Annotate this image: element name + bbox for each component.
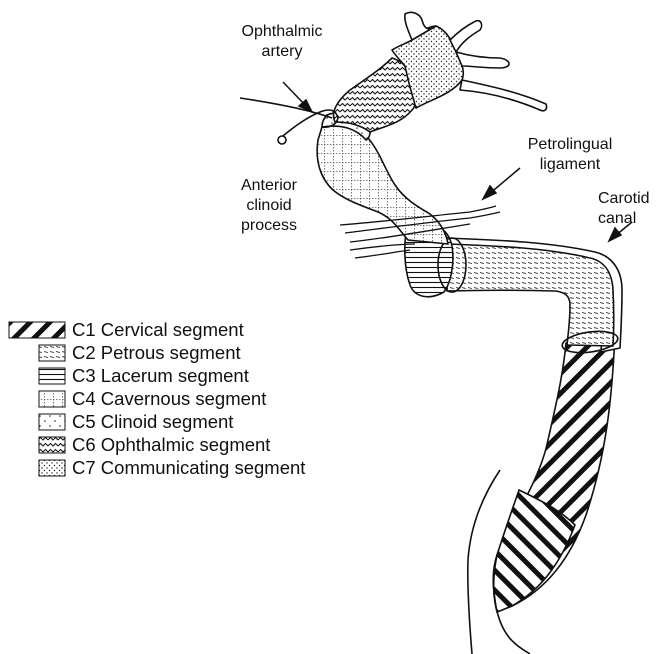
legend-item-c1: C1 Cervical segment (8, 318, 305, 341)
artery (317, 12, 622, 612)
label-petrolingual-ligament-line1: Petrolingual (515, 135, 625, 155)
branch-posterior-long (460, 80, 547, 111)
label-anterior-clinoid-line1: Anterior (224, 176, 314, 196)
label-carotid-canal-line2: canal (598, 209, 668, 229)
legend-item-c2: C2 Petrous segment (8, 341, 305, 364)
legend-item-c4: C4 Cavernous segment (8, 387, 305, 410)
legend-item-c5: C5 Clinoid segment (8, 410, 305, 433)
legend-label-c5: C5 Clinoid segment (72, 411, 233, 433)
segment-c4-cavernous (317, 125, 448, 244)
label-carotid-canal-line1: Carotid (598, 189, 668, 209)
legend-item-c7: C7 Communicating segment (8, 456, 305, 479)
label-petrolingual-ligament-line2: ligament (515, 155, 625, 175)
branch-posterior (456, 52, 509, 68)
legend-swatch-c6 (8, 436, 66, 454)
legend-label-c3: C3 Lacerum segment (72, 365, 249, 387)
label-ophthalmic-artery: Ophthalmic artery (222, 22, 342, 62)
segment-c6-ophthalmic (333, 58, 415, 132)
legend-label-c4: C4 Cavernous segment (72, 388, 266, 410)
legend-label-c7: C7 Communicating segment (72, 457, 305, 479)
label-petrolingual-ligament: Petrolingual ligament (515, 135, 625, 175)
label-carotid-canal: Carotid canal (598, 189, 668, 229)
legend-swatch-c5 (8, 413, 66, 431)
label-anterior-clinoid-process: Anterior clinoid process (224, 176, 314, 236)
label-anterior-clinoid-line3: process (224, 216, 314, 236)
legend-item-c6: C6 Ophthalmic segment (8, 433, 305, 456)
legend-label-c1: C1 Cervical segment (72, 319, 244, 341)
label-ophthalmic-artery-line1: Ophthalmic (222, 22, 342, 42)
legend-swatch-c2 (8, 344, 66, 362)
branch-middle (450, 21, 482, 52)
legend-item-c3: C3 Lacerum segment (8, 364, 305, 387)
label-anterior-clinoid-line2: clinoid (224, 196, 314, 216)
legend-swatch-c4 (8, 390, 66, 408)
legend-swatch-c3 (8, 367, 66, 385)
label-ophthalmic-artery-line2: artery (222, 42, 342, 62)
segment-c2-petrous (447, 244, 614, 346)
legend-swatch-c7 (8, 459, 66, 477)
legend: C1 Cervical segment C2 Petrous segment C… (8, 318, 305, 479)
legend-label-c2: C2 Petrous segment (72, 342, 241, 364)
legend-label-c6: C6 Ophthalmic segment (72, 434, 270, 456)
legend-swatch-c1 (8, 321, 66, 339)
